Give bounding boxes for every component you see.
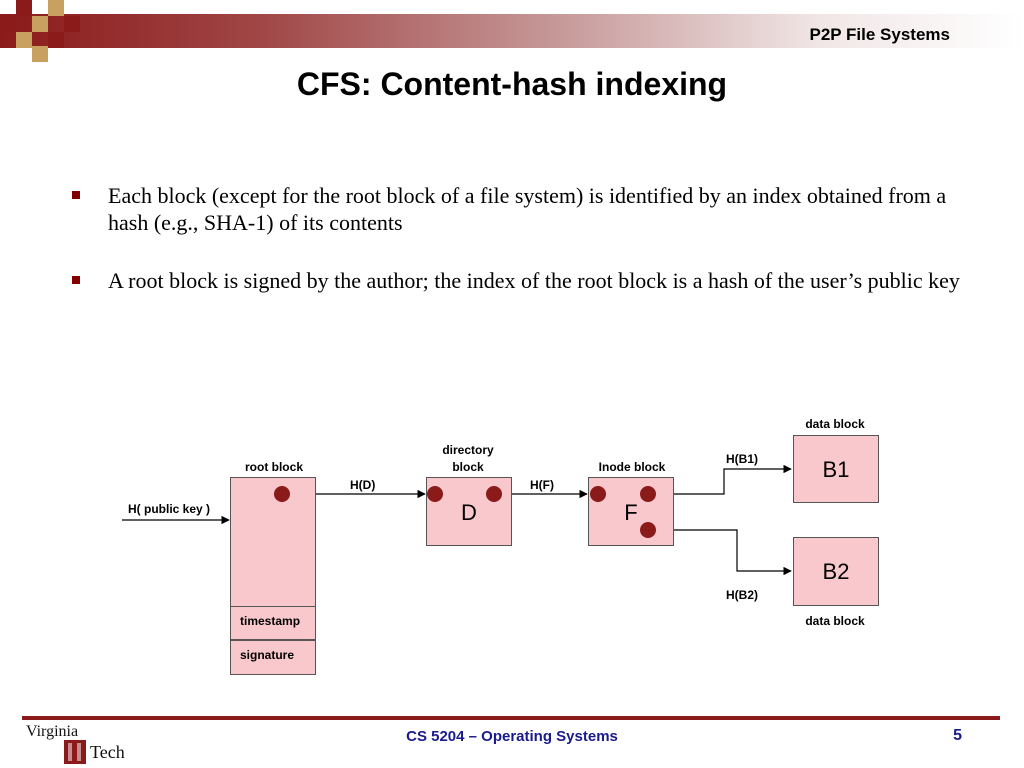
timestamp-cell: [230, 606, 316, 640]
directory-block-letter: D: [461, 500, 477, 525]
hd-label: H(D): [350, 478, 376, 492]
bullet-text: A root block is signed by the author; th…: [108, 268, 960, 293]
root-block-label: root block: [244, 460, 303, 474]
page-number: 5: [953, 727, 962, 744]
header-title: P2P File Systems: [809, 25, 951, 44]
inode-in-dot: [590, 486, 606, 502]
data-block-bottom-label: data block: [805, 614, 865, 628]
data-block-top-label: data block: [805, 417, 865, 431]
footer-course: CS 5204 – Operating Systems: [406, 728, 618, 745]
public-key-label: H( public key ): [128, 502, 211, 516]
directory-in-dot: [427, 486, 443, 502]
square-bullet-icon: [72, 276, 80, 284]
data-block-b1: [793, 435, 879, 503]
hf-label: H(F): [530, 478, 554, 492]
timestamp-label: timestamp: [240, 614, 301, 628]
bullet-item: Each block (except for the root block of…: [70, 182, 970, 236]
arrow-hb1: [648, 464, 792, 495]
hb2-label: H(B2): [726, 588, 758, 602]
data-block-b1-label: B1: [822, 457, 850, 482]
directory-label-line1: directory: [442, 443, 494, 457]
data-block-b2-label: B2: [822, 559, 850, 584]
inode-out-dot-1: [640, 486, 656, 502]
signature-label: signature: [240, 648, 295, 662]
footer-divider: [22, 716, 1000, 720]
logo-line2: Tech: [90, 742, 125, 762]
root-pointer-dot: [274, 486, 290, 502]
virginia-tech-logo: Virginia Tech: [26, 723, 125, 764]
directory-out-dot: [486, 486, 502, 502]
bullet-item: A root block is signed by the author; th…: [70, 267, 970, 294]
square-bullet-icon: [72, 191, 80, 199]
slide-title: CFS: Content-hash indexing: [296, 66, 728, 102]
inode-block-letter: F: [624, 500, 638, 525]
inode-out-dot-2: [640, 522, 656, 538]
inode-label: Inode block: [598, 460, 666, 474]
hb1-label: H(B1): [726, 452, 758, 466]
checker-decoration: [0, 0, 80, 62]
directory-label-line2: block: [452, 460, 484, 474]
arrow-hb2: [648, 529, 792, 576]
data-block-b2: [793, 537, 879, 606]
bullet-list: Each block (except for the root block of…: [70, 182, 970, 325]
header-bar: [0, 14, 1024, 48]
signature-cell: [230, 640, 316, 675]
bullet-text: Each block (except for the root block of…: [108, 183, 947, 235]
logo-line1: Virginia: [26, 723, 78, 740]
